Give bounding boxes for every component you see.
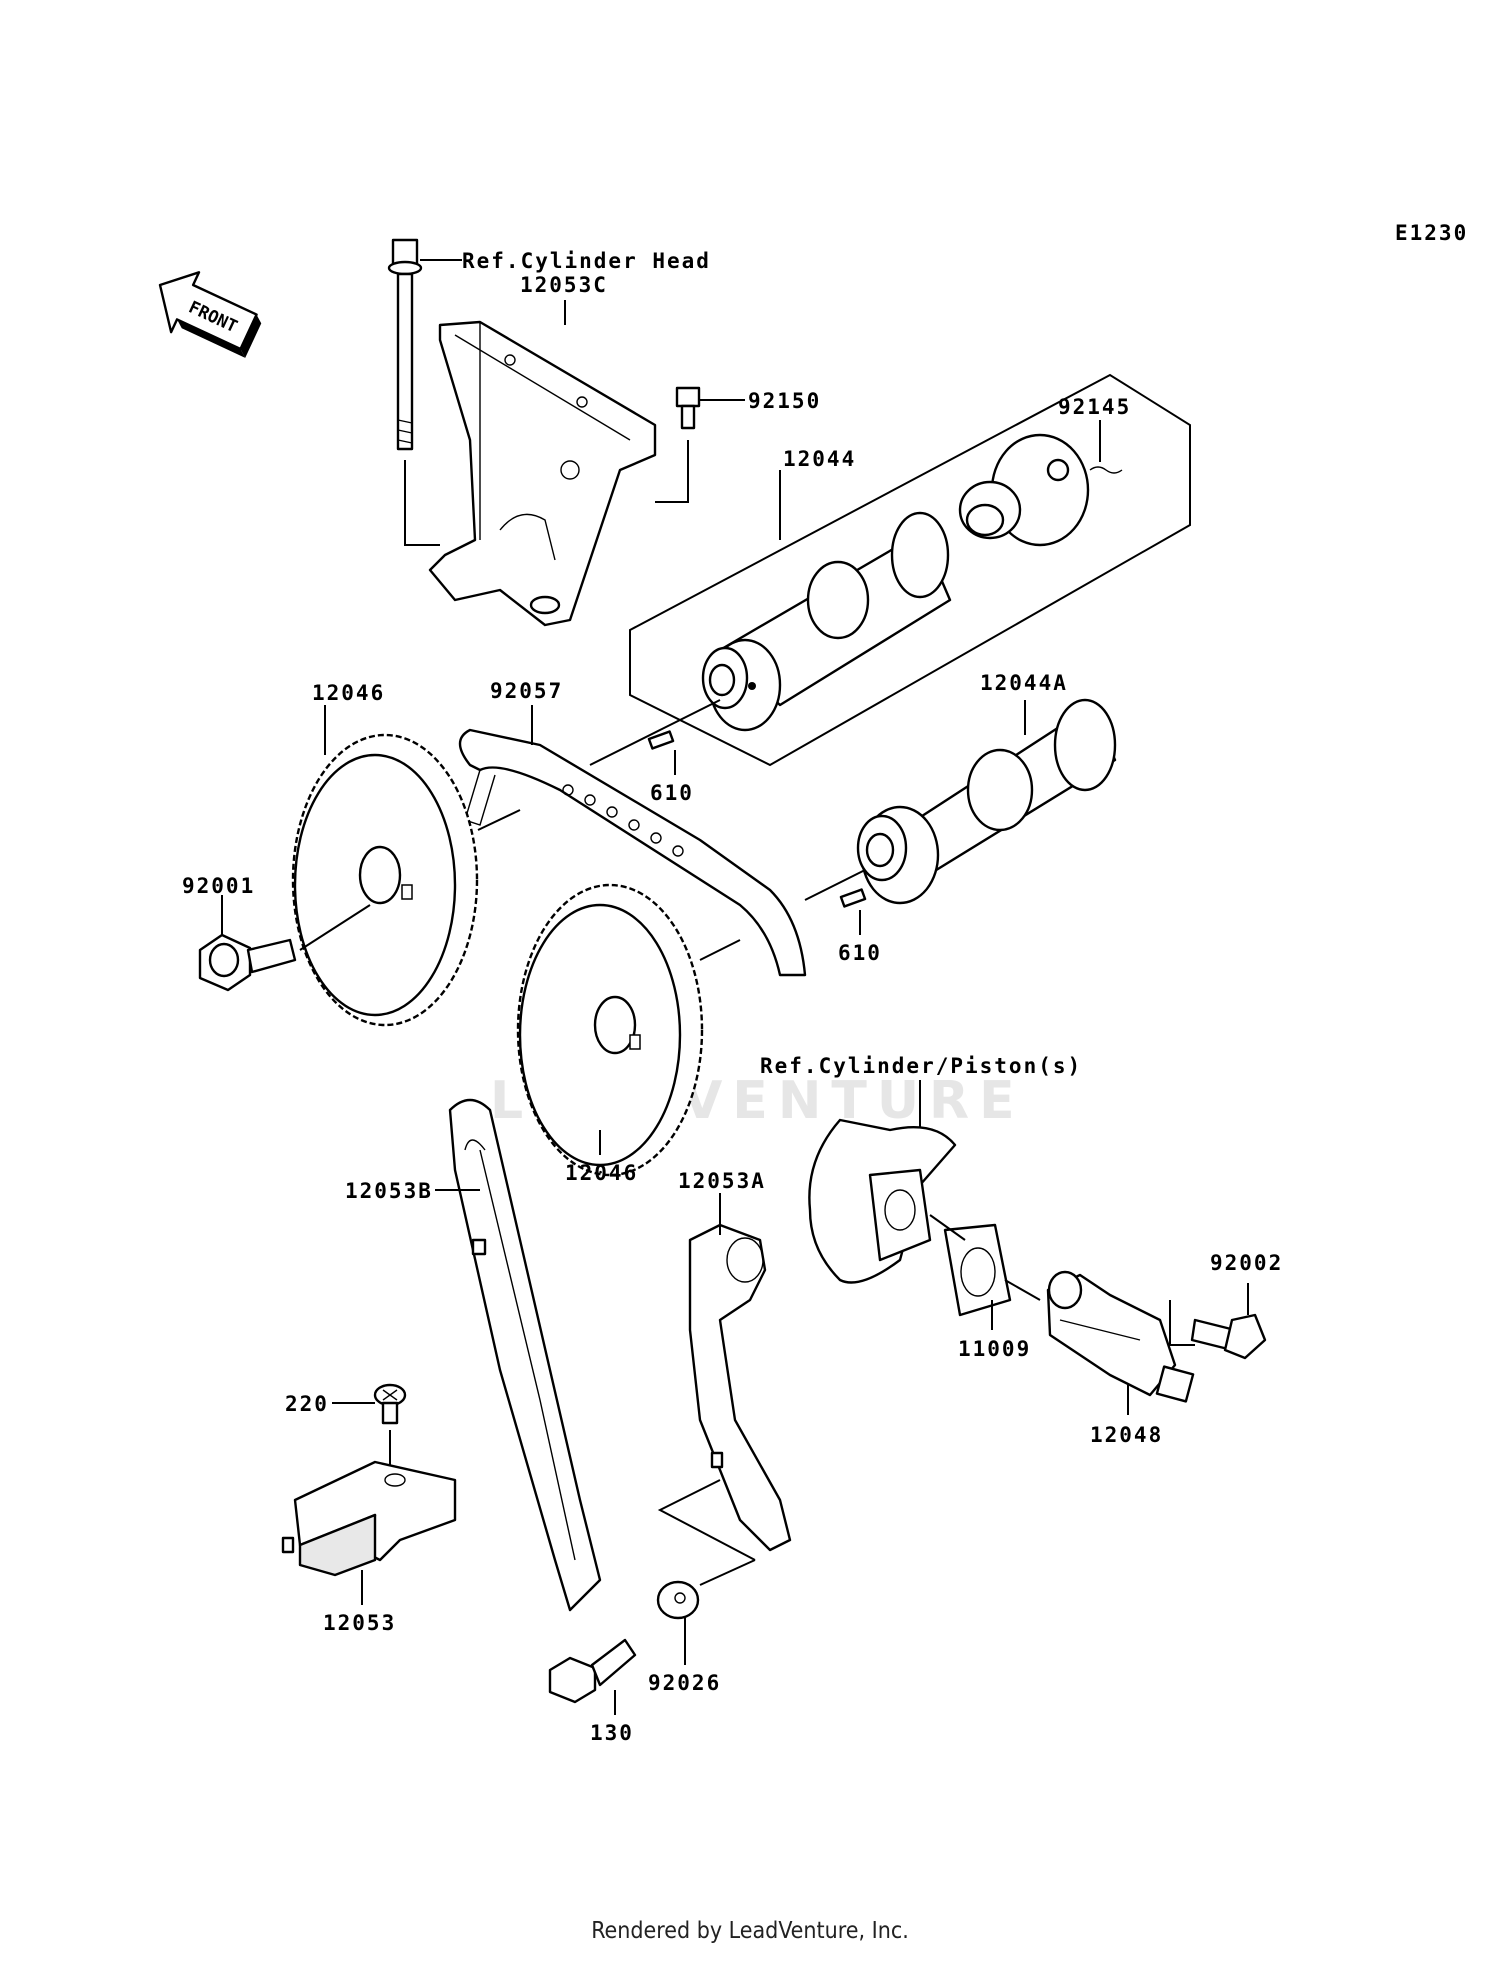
label-92026: 92026: [648, 1671, 721, 1695]
part-610-pin-lower: [839, 888, 867, 908]
label-12053B: 12053B: [345, 1179, 433, 1203]
label-12046-upper: 12046: [312, 681, 385, 705]
label-92002: 92002: [1210, 1251, 1283, 1275]
part-92150-bolt: [675, 386, 701, 430]
label-130: 130: [590, 1721, 634, 1745]
label-12053A: 12053A: [678, 1169, 766, 1193]
part-610-pin-upper: [647, 730, 675, 750]
cylinder-reference-body: [808, 1118, 957, 1284]
label-610-upper: 610: [650, 781, 694, 805]
label-220: 220: [285, 1392, 329, 1416]
part-12053B-guide: [448, 1098, 602, 1612]
label-610-lower: 610: [838, 941, 882, 965]
part-12053-guide-piece: [281, 1460, 457, 1577]
front-arrow-icon: FRONT: [158, 271, 262, 358]
part-12044-camshaft: [701, 511, 952, 732]
label-12053C: 12053C: [520, 273, 608, 297]
label-92150: 92150: [748, 389, 821, 413]
footer-credit: Rendered by LeadVenture, Inc.: [591, 1918, 909, 1944]
label-ref-cylinder-head: Ref.Cylinder Head: [462, 249, 711, 273]
part-92057-timing-chain: [458, 728, 807, 977]
part-12048-tensioner: [1046, 1270, 1195, 1403]
part-12053A-guide: [688, 1223, 792, 1552]
diagram-code: E1230: [1395, 221, 1468, 245]
part-92145-decompressor: [958, 433, 1123, 547]
part-12046-sprocket-upper: [291, 733, 479, 1027]
label-92145: 92145: [1058, 395, 1131, 419]
part-12044A-camshaft: [856, 698, 1117, 905]
label-92057: 92057: [490, 679, 563, 703]
part-92002-bolt: [1190, 1313, 1267, 1360]
part-11009-gasket: [943, 1223, 1012, 1317]
part-92026-washer: [656, 1580, 700, 1620]
label-12044: 12044: [783, 447, 856, 471]
label-12046-lower: 12046: [565, 1161, 638, 1185]
label-11009: 11009: [958, 1337, 1031, 1361]
label-12053: 12053: [323, 1611, 396, 1635]
part-220-screw: [373, 1383, 407, 1425]
label-12044A: 12044A: [980, 671, 1068, 695]
label-12048: 12048: [1090, 1423, 1163, 1447]
label-92001: 92001: [182, 874, 255, 898]
part-12046-sprocket-lower: [516, 883, 704, 1177]
label-ref-cylinder-piston: Ref.Cylinder/Piston(s): [760, 1054, 1082, 1078]
cylinder-head-bolt: [387, 238, 423, 451]
part-12053C-guide: [428, 320, 657, 627]
part-92001-bolt: [198, 933, 297, 992]
part-130-bolt: [548, 1638, 637, 1704]
